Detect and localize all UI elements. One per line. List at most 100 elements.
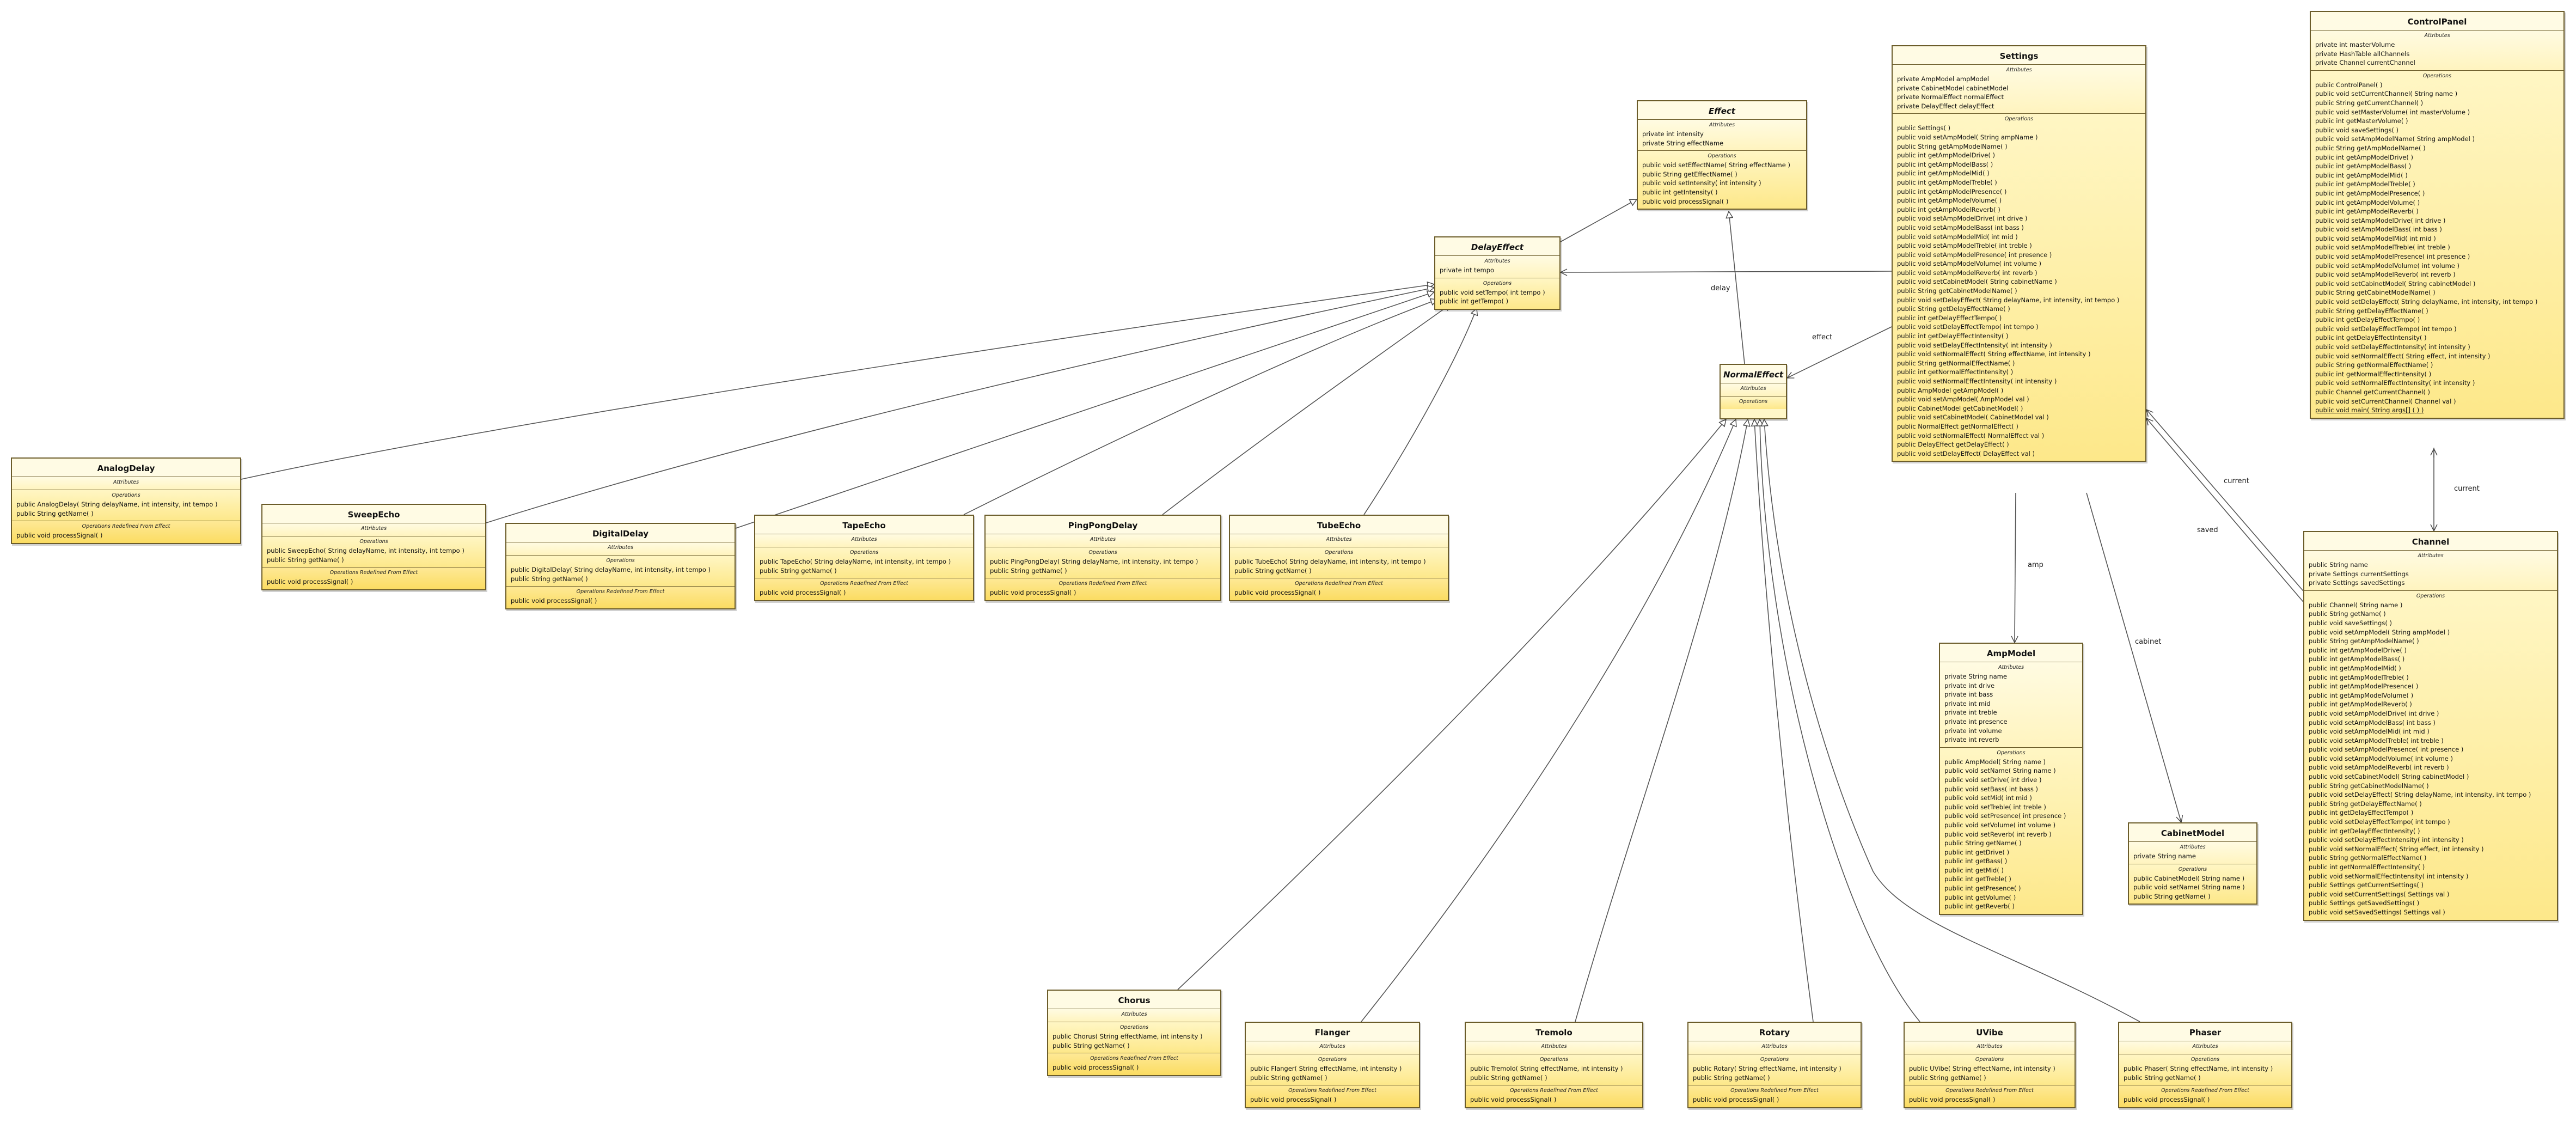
class-name: CabinetModel: [2129, 823, 2256, 841]
class-name: Chorus: [1048, 991, 1220, 1009]
flanger-ops-line: public Flanger( String effectName, int i…: [1250, 1065, 1402, 1072]
delayeffect-attrs-header: Attributes: [1484, 258, 1510, 264]
assoc-cabinet-edge: [2086, 492, 2181, 822]
class-name: Channel: [2304, 532, 2557, 550]
label-current-settings: current: [2224, 477, 2249, 485]
assoc-effect-edge: [1787, 326, 1892, 378]
pingpongdelay-attrs-section: Attributes: [986, 534, 1220, 547]
channel-ops-line: public String getAmpModelName( ): [2309, 637, 2419, 645]
class-name: DelayEffect: [1435, 237, 1559, 255]
univibe-attrs-header: Attributes: [1977, 1043, 2003, 1049]
ampmodel-ops-line: public void setName( String name ): [1944, 767, 2056, 775]
channel-ops-line: public int getDelayEffectIntensity( ): [2309, 827, 2420, 835]
delayeffect-ops-line: public int getTempo( ): [1440, 297, 1509, 306]
settings-attrs-line: private DelayEffect delayEffect: [1897, 102, 1994, 110]
assoc-delay-edge: [1561, 271, 1892, 272]
tremolo-redef-header: Operations Redefined From Effect: [1510, 1088, 1598, 1094]
channel-ops-line: public void setDelayEffect( String delay…: [2309, 791, 2531, 799]
settings-attrs-line: private CabinetModel cabinetModel: [1897, 84, 2009, 92]
class-name: UVibe: [1905, 1023, 2075, 1041]
flanger-attrs-section: Attributes: [1246, 1041, 1419, 1054]
channel-ops-line: public void setDelayEffectIntensity( int…: [2309, 836, 2464, 844]
controlpanel-ops-line: public void setDelayEffectIntensity( int…: [2315, 343, 2470, 351]
controlpanel-ops-line: public ControlPanel( ): [2315, 81, 2383, 89]
settings-ops-line: public Settings( ): [1897, 124, 1951, 132]
channel-ops-line: public void setAmpModelDrive( int drive …: [2309, 709, 2439, 717]
digitaldelay-redef-line: public void processSignal( ): [511, 597, 597, 605]
gen-delayeffect-effect-edge: [1560, 199, 1637, 242]
tremolo-attrs-section: Attributes: [1466, 1041, 1642, 1054]
channel-ops-line: public void setAmpModel( String ampModel…: [2309, 628, 2450, 636]
ampmodel-ops-header: Operations: [1997, 749, 2026, 756]
controlpanel-ops-line: public int getAmpModelVolume( ): [2315, 198, 2420, 206]
ampmodel-attrs-line: private int bass: [1944, 691, 1993, 699]
ampmodel-attrs-line: private int mid: [1944, 699, 1991, 707]
controlpanel-ops-line: public String getCurrentChannel( ): [2315, 99, 2424, 107]
effect-attrs-line: private String effectName: [1642, 139, 1724, 147]
controlpanel-attrs-line: private Channel currentChannel: [2315, 59, 2415, 67]
flanger-attrs-header: Attributes: [1319, 1043, 1345, 1049]
flanger-redef-header: Operations Redefined From Effect: [1288, 1088, 1376, 1094]
cabinetmodel-ops-line: public void setName( String name ): [2133, 883, 2245, 892]
chorus-ops-header: Operations: [1119, 1024, 1149, 1030]
controlpanel-ops-line: public void setAmpModelReverb( int rever…: [2315, 271, 2456, 279]
tremolo-ops-header: Operations: [1539, 1057, 1569, 1063]
sweepecho-ops-header: Operations: [359, 539, 388, 545]
settings-ops-line: public void setNormalEffect( String effe…: [1897, 350, 2091, 358]
ampmodel-ops-line: public String getName( ): [1944, 839, 2022, 847]
label-cabinet: cabinet: [2135, 638, 2162, 646]
controlpanel-ops-line: public void setDelayEffect( String delay…: [2315, 298, 2538, 306]
controlpanel-ops-line: public int getNormalEffectIntensity( ): [2315, 370, 2432, 378]
settings-ops-section: Operations public Settings( ) public void …: [1893, 113, 2145, 461]
channel-ops-line: public String getName( ): [2309, 610, 2386, 618]
settings-ops-header: Operations: [2004, 116, 2034, 123]
assoc-saved-edge: [2146, 418, 2304, 602]
settings-ops-line: public String getAmpModelName( ): [1897, 142, 2008, 150]
flanger-ops-section: Operations public Flanger( String effectN…: [1246, 1054, 1419, 1085]
sweepecho-attrs-section: Attributes: [262, 523, 485, 536]
phaser-ops-line: public String getName( ): [2124, 1073, 2201, 1082]
class-name: NormalEffect: [1721, 365, 1786, 383]
tubeecho-ops-header: Operations: [1324, 550, 1354, 556]
delayeffect-ops-header: Operations: [1483, 280, 1512, 286]
assoc-amp-edge: [2015, 492, 2016, 643]
rotary-ops-line: public Rotary( String effectName, int in…: [1693, 1065, 1841, 1072]
flanger-ops-header: Operations: [1318, 1057, 1347, 1063]
cabinetmodel-ops-header: Operations: [2178, 866, 2207, 872]
tapeecho-attrs-section: Attributes: [755, 534, 973, 547]
settings-ops-line: public int getDelayEffectTempo( ): [1897, 314, 2002, 322]
channel-ops-line: public Settings getCurrentSettings( ): [2309, 881, 2424, 889]
tapeecho-ops-line: public String getName( ): [760, 566, 837, 575]
digitaldelay-redef-header: Operations Redefined From Effect: [576, 589, 665, 595]
class-name: Flanger: [1246, 1023, 1419, 1041]
settings-ops-line: public void setDelayEffectIntensity( int…: [1897, 341, 2052, 349]
